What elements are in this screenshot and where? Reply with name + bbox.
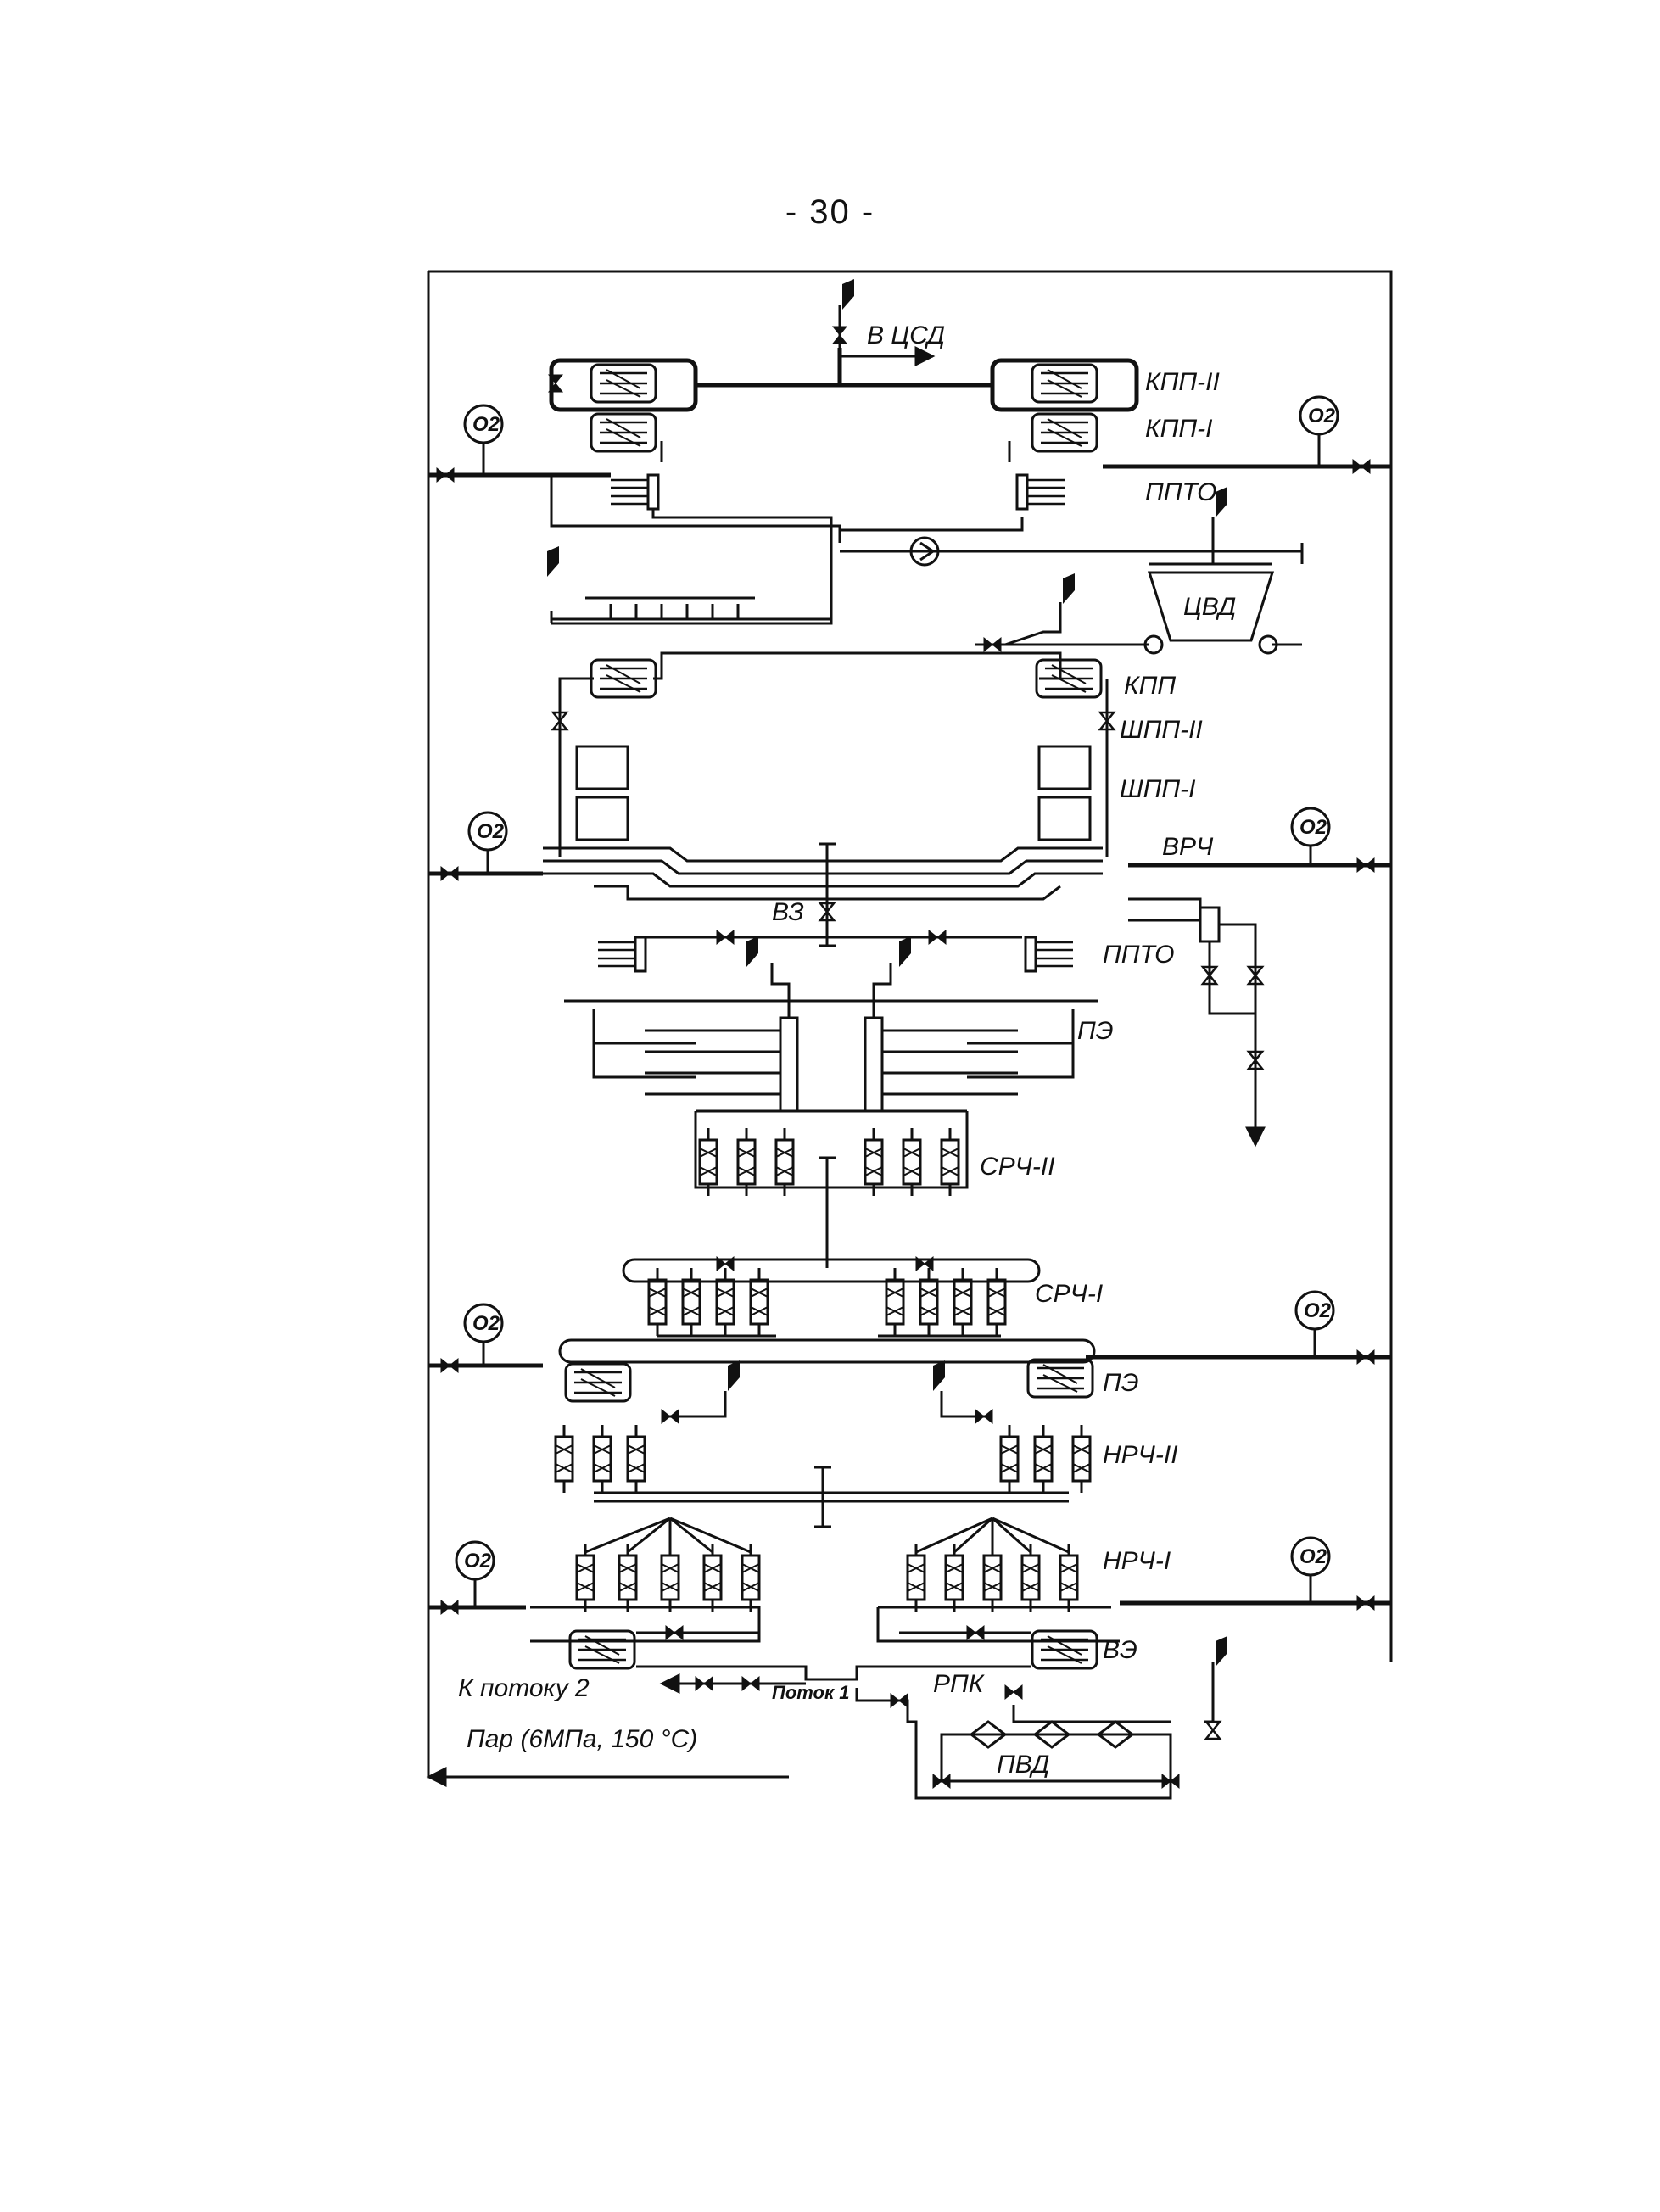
- label-srch1: СРЧ-I: [1035, 1280, 1103, 1308]
- label-vrch: ВРЧ: [1162, 833, 1214, 861]
- label-pe-bottom: ПЭ: [1103, 1369, 1139, 1397]
- drain-branch: [1128, 897, 1266, 1148]
- label-steam: Пар (6МПа, 150 °С): [467, 1725, 697, 1753]
- outlet-section: [426, 1636, 1227, 1800]
- o2-label-6: O2: [1304, 1299, 1332, 1322]
- label-cvd: ЦВД: [1183, 593, 1236, 621]
- o2-label-3: O2: [477, 820, 505, 843]
- label-kpp: КПП: [1124, 672, 1176, 700]
- label-pe-top: ПЭ: [1077, 1017, 1114, 1045]
- o2-label-5: O2: [472, 1312, 500, 1335]
- ppto-top-section: [428, 441, 1391, 625]
- o2-label-1: O2: [472, 413, 500, 436]
- outer-frame: [427, 270, 1393, 1734]
- label-kpp1: КПП-I: [1145, 415, 1212, 443]
- label-ve: ВЭ: [1103, 1636, 1137, 1664]
- srch2-section: [694, 1109, 969, 1268]
- o2-label-4: O2: [1299, 816, 1327, 839]
- label-nrch2: НРЧ-II: [1103, 1441, 1178, 1469]
- label-vz-top: ВЗ: [772, 898, 804, 926]
- nrch1-section: [530, 1517, 1120, 1643]
- o2-label-2: O2: [1308, 405, 1336, 427]
- shpp-section: [551, 651, 1115, 857]
- label-rpk: РПК: [933, 1670, 986, 1698]
- label-srch2: СРЧ-II: [980, 1153, 1055, 1181]
- ppto-mid-section: [564, 930, 1098, 1113]
- label-shpp1: ШПП-I: [1120, 775, 1195, 803]
- label-pvd: ПВД: [997, 1751, 1049, 1779]
- label-to-csd: В ЦСД: [867, 321, 945, 349]
- label-nrch1: НРЧ-I: [1103, 1547, 1171, 1575]
- label-shpp2: ШПП-II: [1120, 716, 1203, 744]
- pe-bottom-section: [428, 1338, 1391, 1424]
- vrch-section: [428, 842, 1391, 947]
- label-to-flow2: К потоку 2: [458, 1674, 590, 1702]
- label-kpp2: КПП-II: [1145, 368, 1220, 396]
- kpp-section: [548, 279, 1139, 453]
- srch1-section: [622, 1256, 1041, 1338]
- label-ppto-top: ППТО: [1145, 478, 1216, 506]
- o2-label-7: O2: [464, 1550, 492, 1572]
- label-flow1: Поток 1: [772, 1682, 849, 1703]
- page-number: - 30 -: [785, 193, 875, 231]
- pump-icon: [909, 536, 940, 567]
- o2-label-8: O2: [1299, 1545, 1327, 1568]
- ve-section: [568, 1625, 1098, 1681]
- label-ppto-mid: ППТО: [1103, 941, 1174, 969]
- nrch2-section: [554, 1423, 1092, 1528]
- cvd-section: [547, 487, 1304, 655]
